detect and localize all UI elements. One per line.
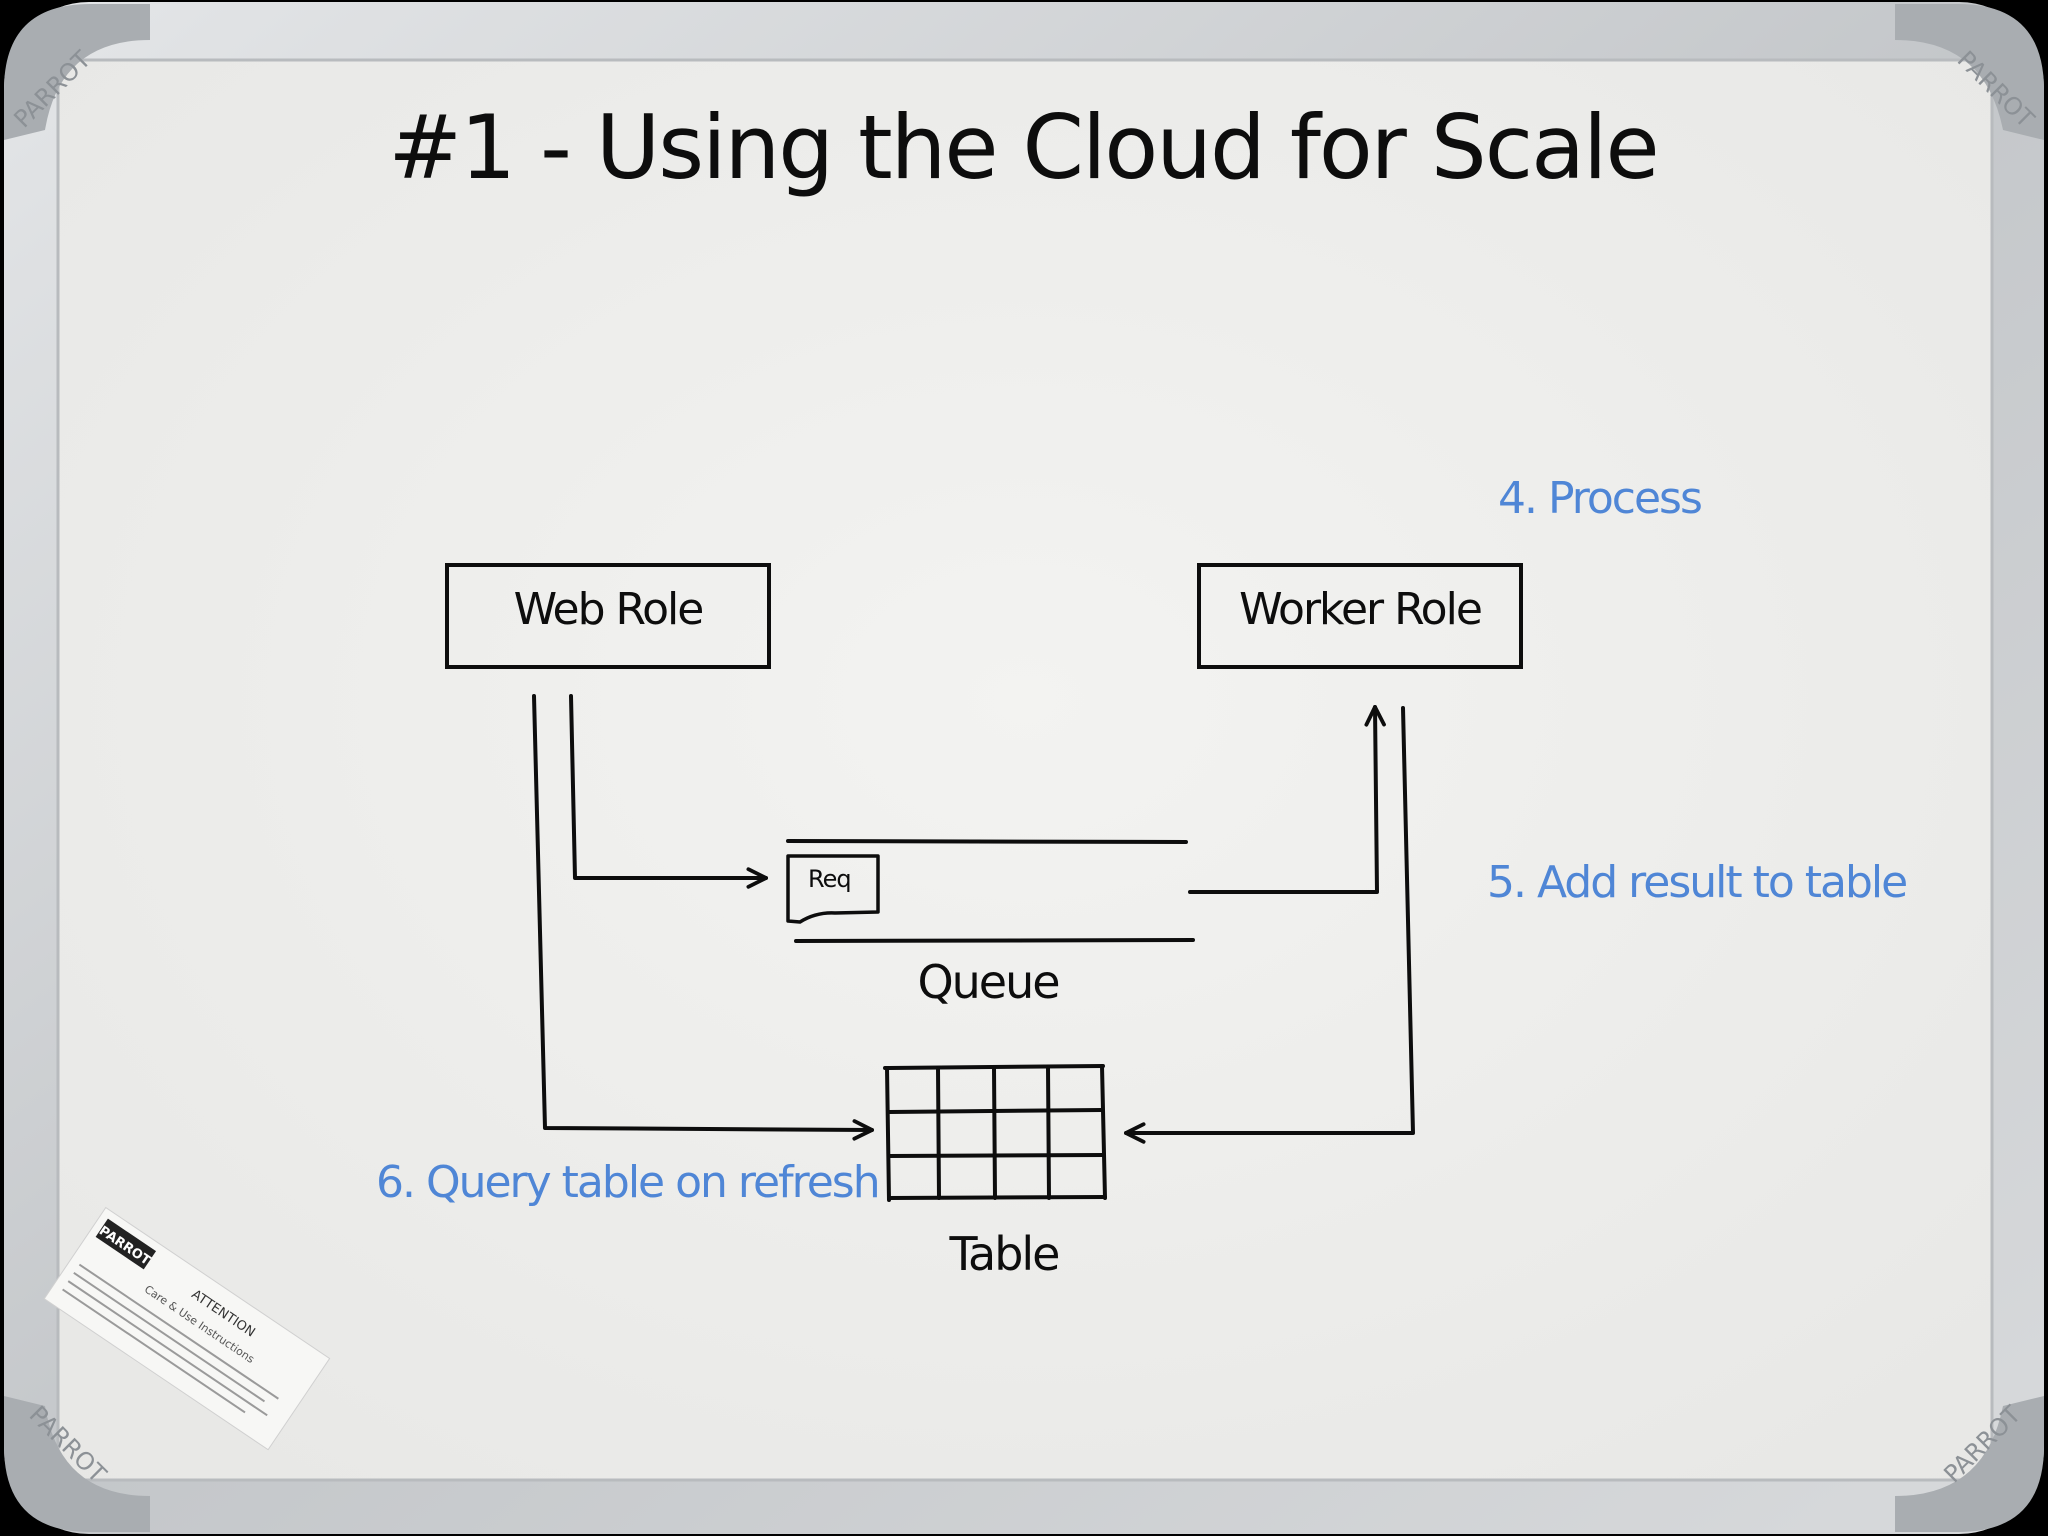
- web-role-label: Web Role: [514, 584, 703, 635]
- board-surface: [56, 58, 1994, 1482]
- web-to-table-arrow: [532, 694, 874, 1141]
- worker-to-table-arrow: [1124, 706, 1415, 1144]
- table-grid: [883, 1064, 1107, 1202]
- table-node: Table: [883, 1064, 1107, 1281]
- queue-to-worker-arrow: [1188, 705, 1386, 894]
- queue-label: Queue: [917, 955, 1058, 1009]
- worker-role-node: Worker Role: [1197, 563, 1523, 669]
- web-role-box: [445, 563, 771, 669]
- manufacturer-sticker: PARROT ATTENTION Care & Use Instructions: [43, 1206, 331, 1451]
- step-add-result-label: 5. Add result to table: [1487, 857, 1906, 908]
- request-message: [786, 854, 880, 924]
- table-label: Table: [949, 1227, 1059, 1281]
- diagram-title: #1 - Using the Cloud for Scale: [388, 96, 1657, 199]
- worker-role-box: [1197, 563, 1523, 669]
- step-query-table-label: 6. Query table on refresh: [376, 1157, 879, 1208]
- queue-top-line: [786, 839, 1188, 844]
- worker-role-label: Worker Role: [1239, 584, 1481, 635]
- queue-node: Req Queue: [786, 839, 1195, 1009]
- queue-bottom-line: [794, 938, 1195, 943]
- web-to-queue-arrow: [569, 694, 768, 889]
- request-message-label: Req: [808, 865, 851, 893]
- web-role-node: Web Role: [445, 563, 771, 669]
- step-process-label: 4. Process: [1498, 473, 1701, 524]
